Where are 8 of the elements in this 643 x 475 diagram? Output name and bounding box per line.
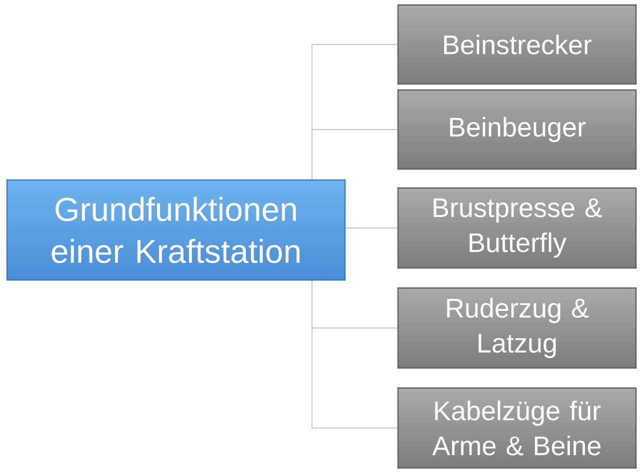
connector-line (312, 280, 398, 428)
topic-box: Grundfunktionen einer Kraftstation (6, 179, 346, 281)
category-box: Beinbeuger (397, 89, 637, 170)
category-box: Ruderzug & Latzug (397, 287, 637, 369)
category-box: Beinstrecker (397, 4, 637, 85)
category-box: Brustpresse & Butterfly (397, 187, 637, 269)
connector-line (312, 129, 398, 180)
category-box: Kabelzüge für Arme & Beine (397, 387, 637, 469)
